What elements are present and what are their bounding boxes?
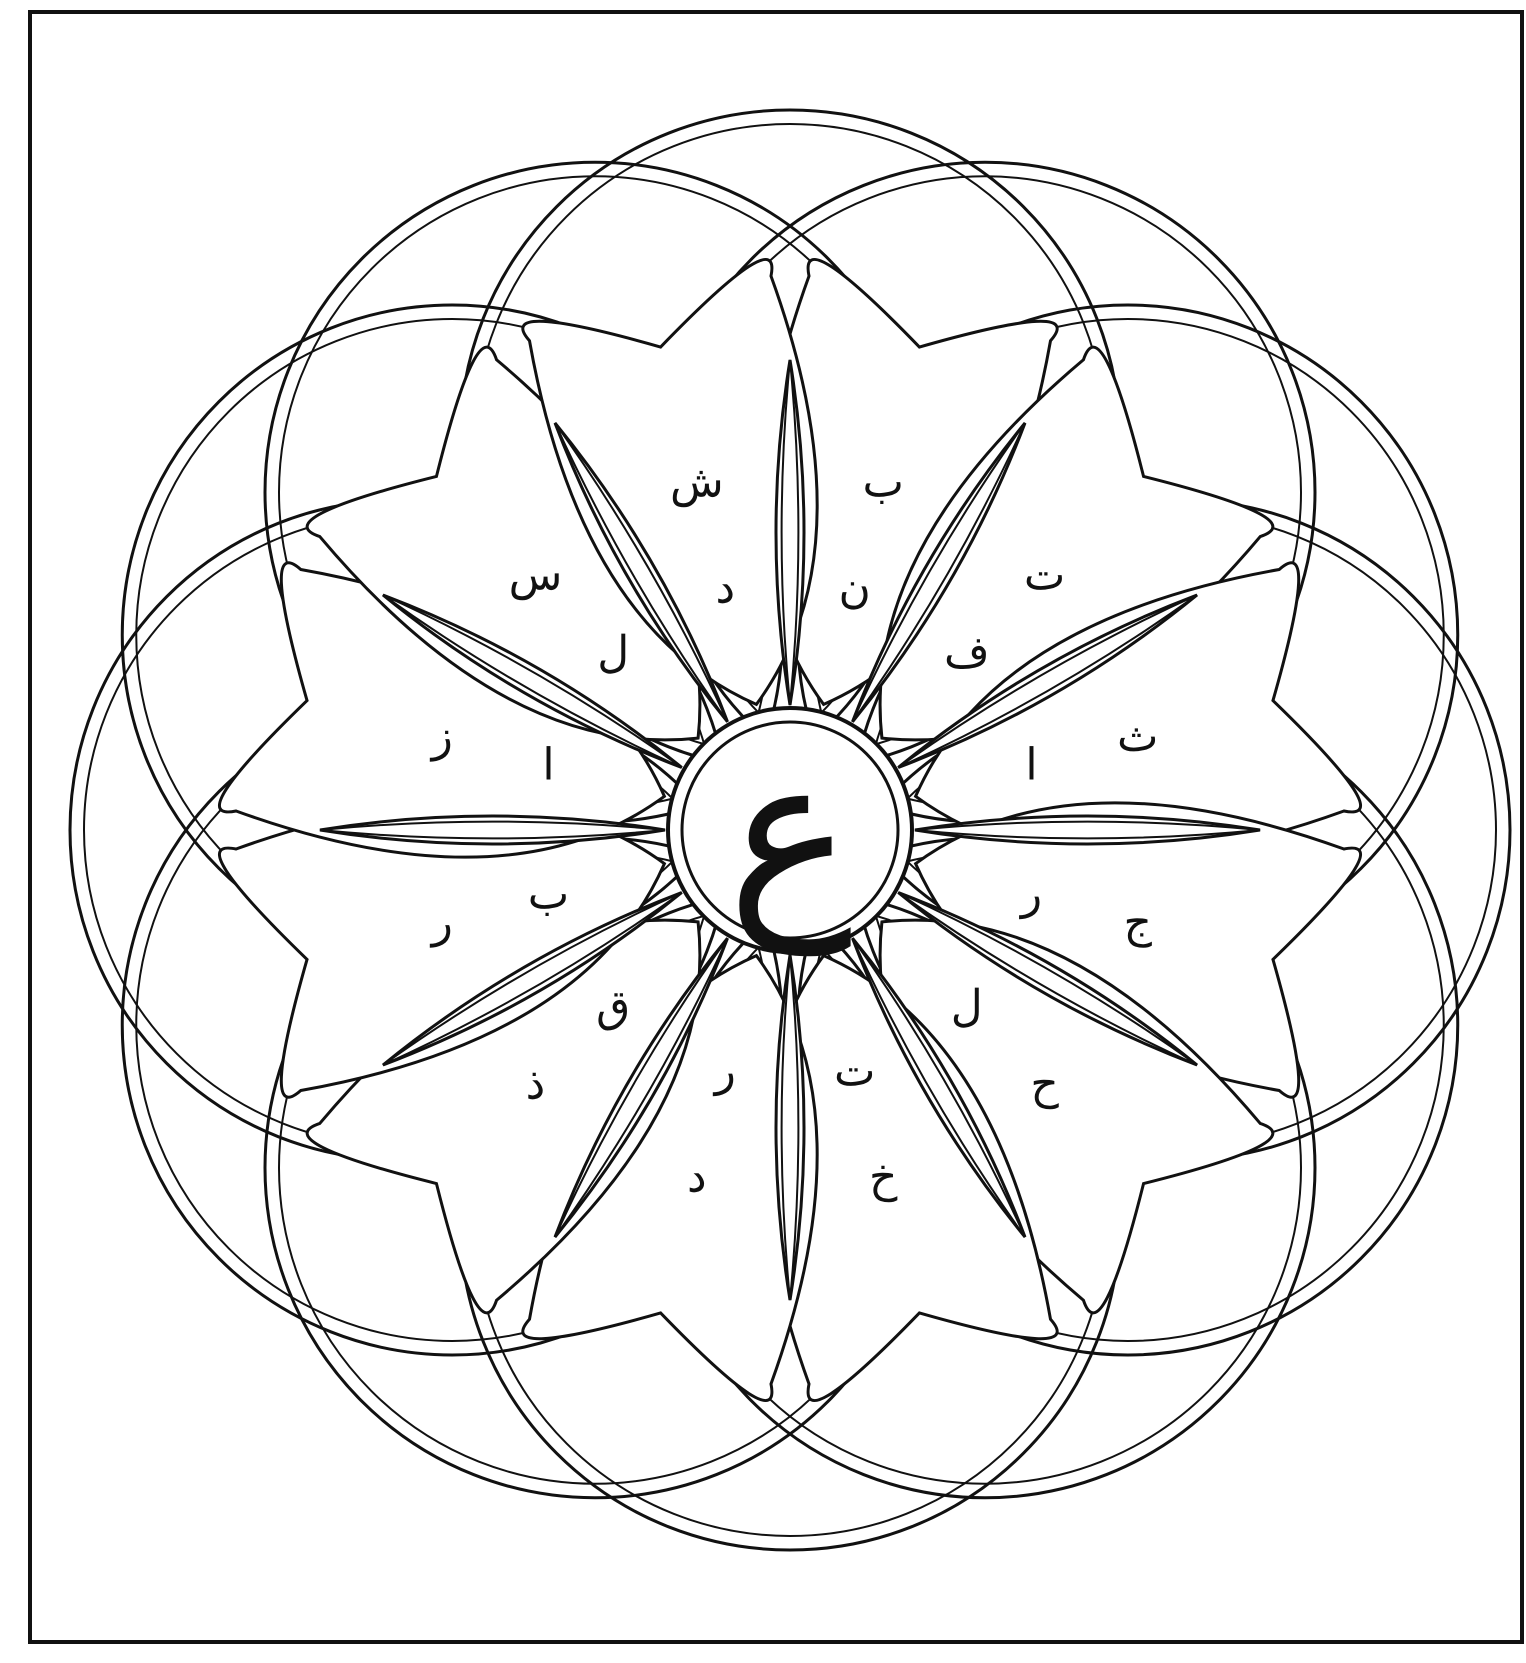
inner-petal-letter: ل	[597, 627, 629, 678]
center-letter: ع	[727, 710, 852, 957]
outer-petal-letter: ث	[1117, 711, 1158, 762]
outer-petal-letter: س	[509, 549, 563, 600]
outer-petal-letter: ب	[862, 456, 903, 507]
inner-petal-letter: ر	[1019, 869, 1042, 920]
outer-petal-letter: ر	[430, 897, 453, 948]
inner-petal-letter: ا	[1025, 739, 1037, 790]
inner-petal-letter: ف	[944, 627, 990, 678]
outer-petal-letter: ح	[1030, 1059, 1059, 1110]
outer-petal-letter: ش	[670, 456, 724, 507]
inner-petal-letter: ق	[596, 981, 630, 1032]
outer-petal-letter: ج	[1124, 897, 1153, 948]
inner-petal-letter: ن	[839, 563, 871, 614]
inner-petal-letter: د	[715, 563, 735, 614]
inner-petal-letter: ب	[528, 869, 569, 920]
outer-petal-letter: د	[687, 1152, 707, 1203]
inner-petal-letter: ر	[713, 1045, 736, 1096]
inner-petal-letter: ت	[834, 1045, 875, 1096]
outer-petal-letter: ذ	[526, 1059, 546, 1110]
outer-petal-letter: ت	[1024, 549, 1065, 600]
outer-petal-letter: خ	[869, 1152, 898, 1203]
inner-petal-letter: ل	[951, 981, 983, 1032]
inner-petal-letter: ا	[542, 739, 554, 790]
outer-petal-letter: ز	[430, 711, 453, 762]
center-medallion: ع	[668, 708, 912, 957]
